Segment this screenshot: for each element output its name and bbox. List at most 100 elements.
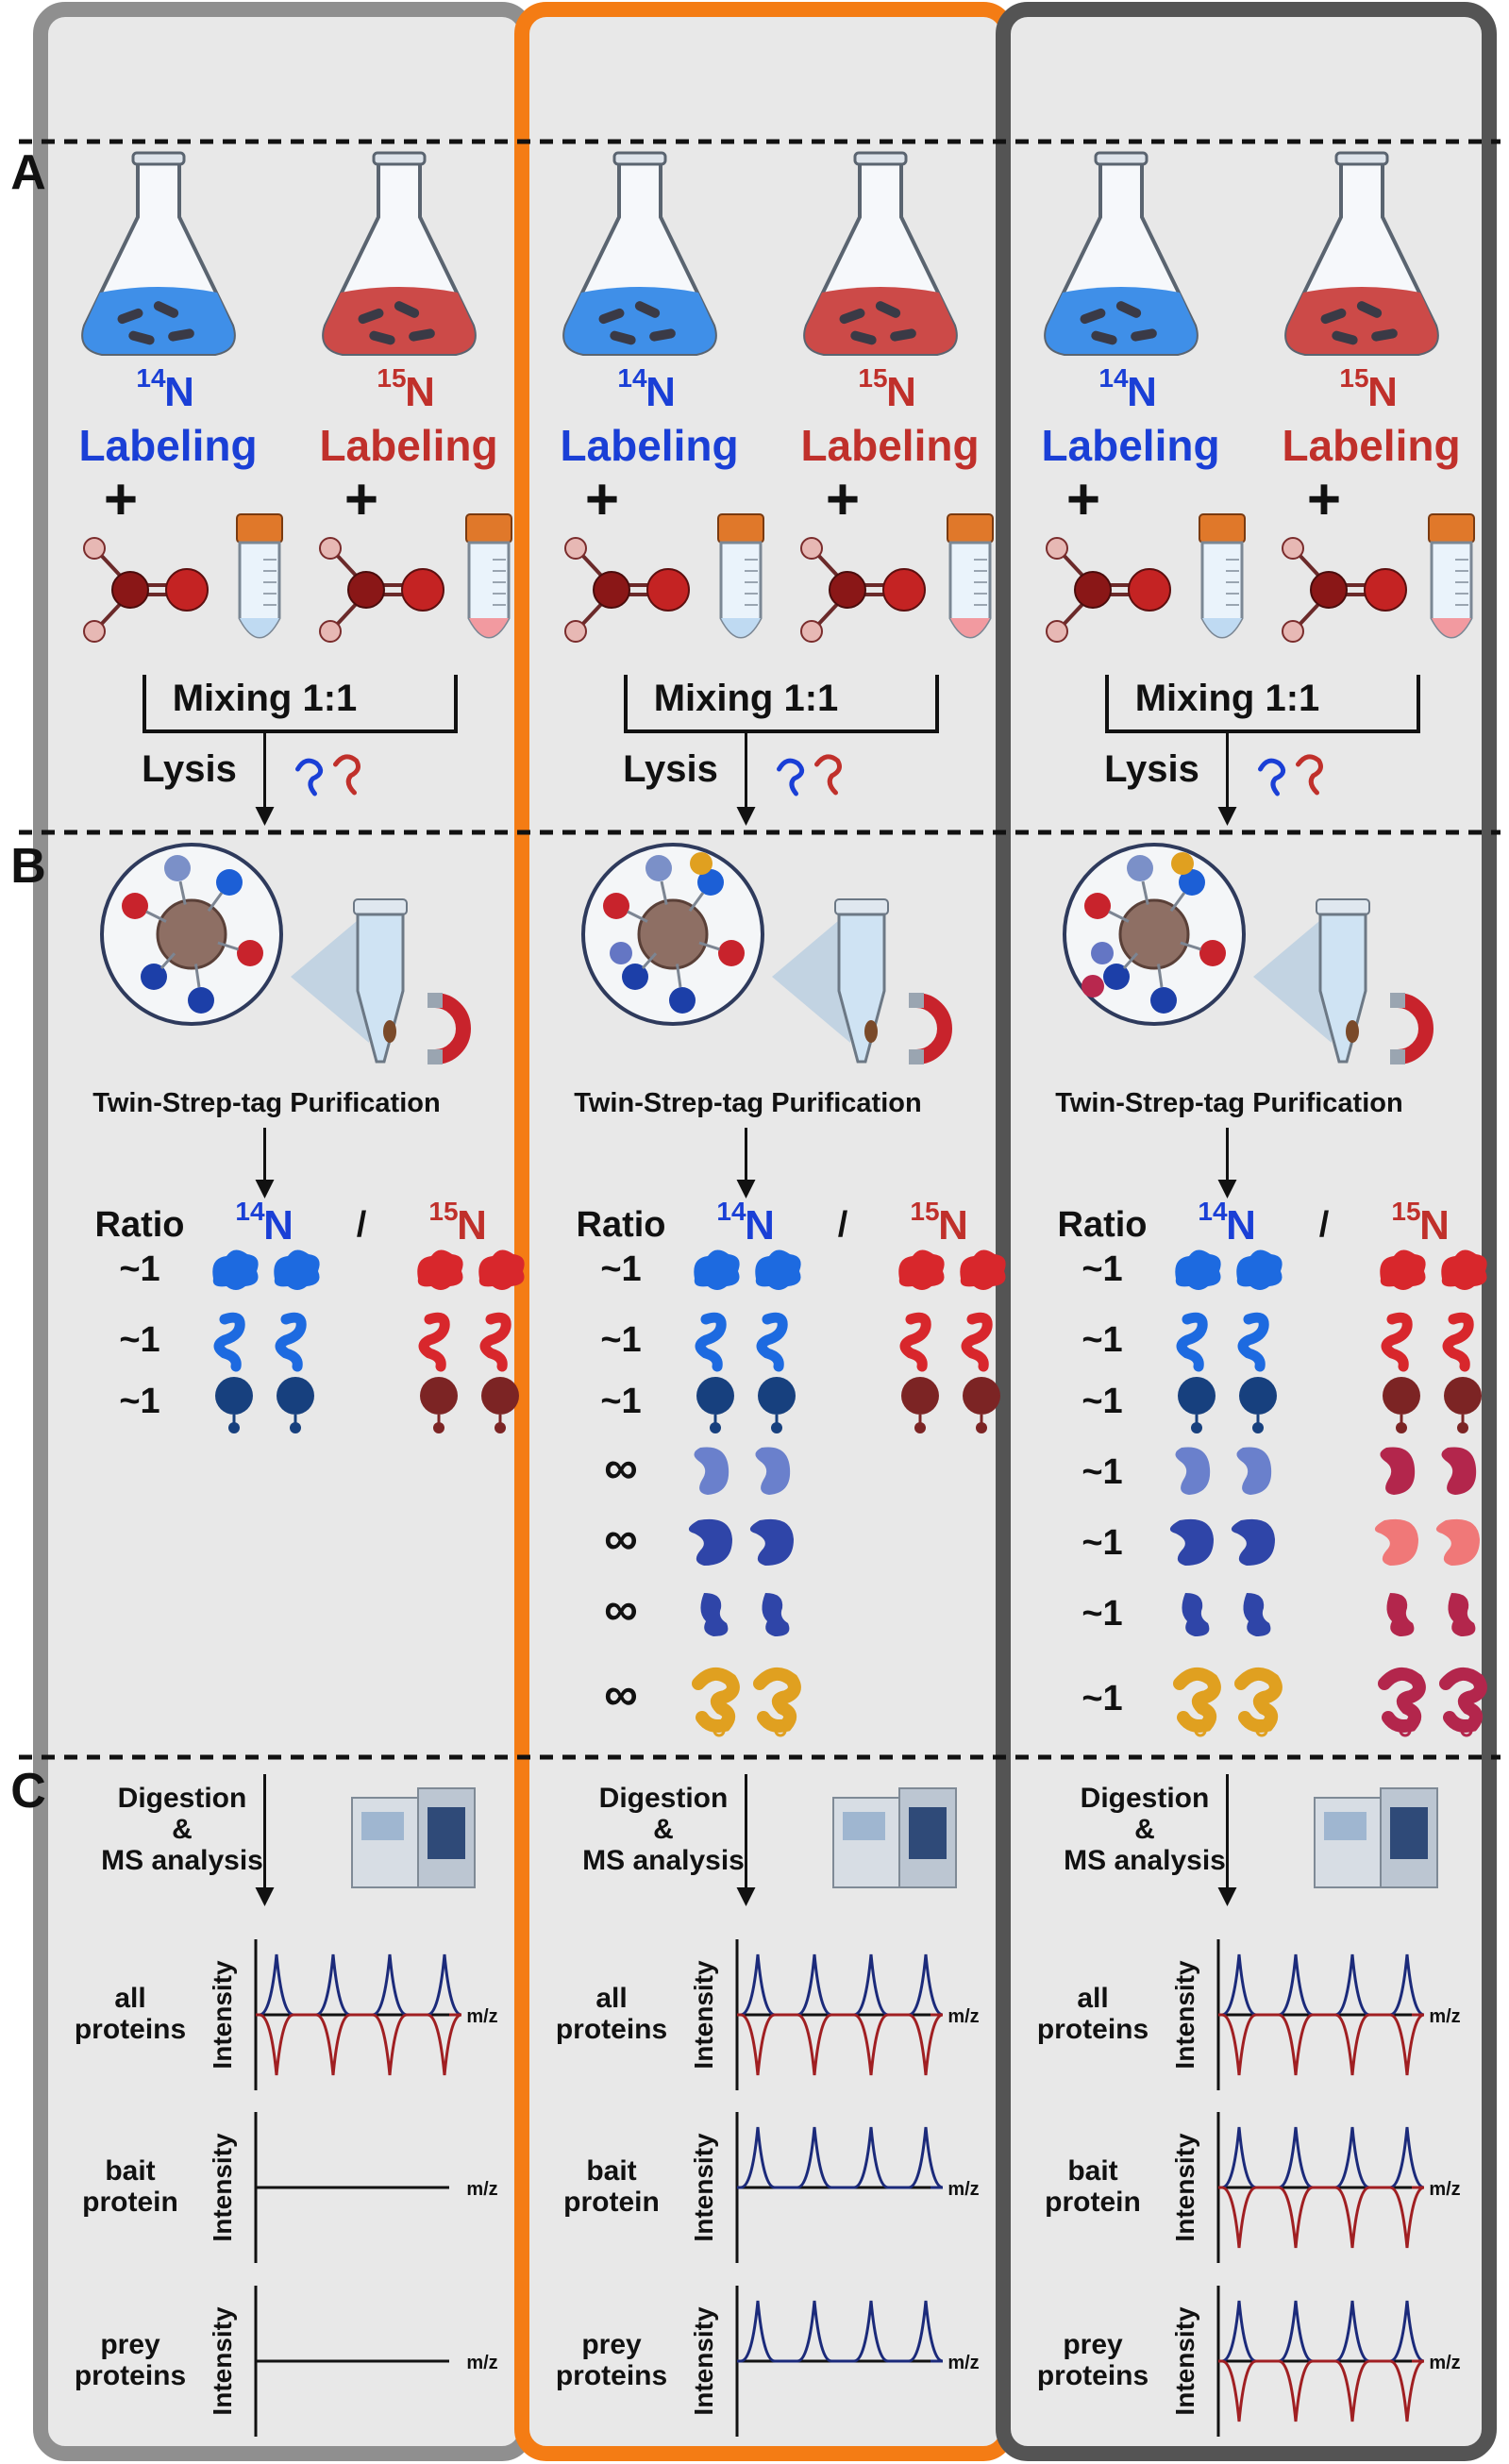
protein-glyph bbox=[960, 1249, 1006, 1290]
protein-glyph bbox=[1175, 1249, 1221, 1290]
flask-liquid bbox=[1046, 287, 1197, 354]
ratio-value: ~1 bbox=[1081, 1594, 1122, 1634]
spectrum-label: bait bbox=[586, 2155, 636, 2187]
bait-protein bbox=[610, 942, 632, 964]
protein-tail-bead bbox=[1194, 1724, 1207, 1737]
ms-screen bbox=[428, 1807, 465, 1859]
labeling-right: Labeling bbox=[800, 421, 979, 470]
ms-spectrum-plot: m/z bbox=[254, 1939, 498, 2090]
bacterium bbox=[1115, 301, 1142, 318]
ms-spectrum-plot: m/z bbox=[1216, 2112, 1461, 2263]
bacterium bbox=[168, 328, 194, 342]
formaldehyde-molecule-icon bbox=[564, 537, 690, 643]
n14-ratio-label-element: N bbox=[745, 1202, 775, 1249]
ratio-value: ∞ bbox=[604, 1512, 638, 1565]
magnet-pole bbox=[909, 993, 924, 1008]
protein-glyph bbox=[1378, 1668, 1426, 1737]
purification-label: Twin-Strep-tag Purification bbox=[92, 1088, 440, 1118]
protein-glyph bbox=[696, 1377, 734, 1433]
strep-linker bbox=[145, 910, 167, 923]
protein-glyph bbox=[963, 1377, 1000, 1433]
tube-tip bbox=[721, 618, 761, 637]
protein-glyph bbox=[1442, 1312, 1474, 1372]
n15-label-mass: 15 bbox=[377, 363, 406, 393]
heavy-peaks bbox=[737, 2013, 944, 2076]
carbon-atom bbox=[593, 571, 630, 609]
ratio-header: Ratio bbox=[95, 1205, 185, 1245]
spectrum-label: bait bbox=[1067, 2155, 1117, 2187]
n14-ratio-label-element: N bbox=[1226, 1202, 1256, 1249]
lysis-protein-icon bbox=[814, 754, 842, 796]
flask-rim bbox=[853, 151, 908, 166]
bacterium bbox=[598, 308, 625, 325]
spectrum-label: protein bbox=[563, 2187, 660, 2218]
ratio-value: ~1 bbox=[119, 1249, 159, 1289]
strep-linker bbox=[194, 964, 201, 988]
mixing-bracket bbox=[143, 675, 458, 733]
protein-shape bbox=[762, 1593, 790, 1636]
protein-glyph bbox=[1236, 1249, 1283, 1290]
arrow-head bbox=[1217, 1887, 1237, 1906]
flask-icon bbox=[803, 151, 958, 356]
protein-shape bbox=[481, 1377, 519, 1415]
formaldehyde-molecule-icon bbox=[1046, 537, 1171, 643]
magnetic-tube-icon bbox=[291, 898, 471, 1064]
protein-shape bbox=[1383, 1377, 1420, 1415]
magnet-icon bbox=[1397, 993, 1434, 1064]
strep-linker bbox=[641, 952, 658, 969]
protein-glyph bbox=[1236, 1447, 1272, 1495]
protein-shape bbox=[418, 1312, 450, 1372]
protein-glyph bbox=[898, 1249, 945, 1290]
tube-tip bbox=[469, 618, 509, 637]
protein-tail-bead bbox=[713, 1724, 726, 1737]
protein-glyph bbox=[688, 1518, 732, 1566]
heavy-peaks bbox=[1218, 2186, 1425, 2249]
mass-spectrometer-icon bbox=[351, 1787, 476, 1888]
protein-glyph bbox=[700, 1593, 729, 1636]
ratio-value: ~1 bbox=[119, 1320, 159, 1360]
lysis-protein-icon bbox=[777, 758, 805, 796]
protein-glyph bbox=[1173, 1668, 1221, 1737]
protein-glyph bbox=[899, 1312, 931, 1372]
protein-tail-bead bbox=[1255, 1724, 1268, 1737]
protein-shape bbox=[758, 1377, 796, 1415]
protein-glyph bbox=[481, 1377, 519, 1433]
ratio-value: ~1 bbox=[1081, 1452, 1122, 1492]
bound-protein bbox=[603, 893, 629, 919]
ratio-value: ~1 bbox=[1081, 1523, 1122, 1563]
bound-protein bbox=[1127, 855, 1153, 881]
spectrum-label: all bbox=[114, 1983, 145, 2014]
protein-glyph bbox=[1234, 1668, 1283, 1737]
protein-tail-bead bbox=[1460, 1724, 1473, 1737]
protein-shape bbox=[478, 1249, 525, 1290]
n15-label: 15N bbox=[1339, 363, 1397, 415]
digestion-label: & bbox=[172, 1814, 193, 1845]
protein-tail-bead bbox=[1399, 1724, 1412, 1737]
ms-spectrum-plot: m/z bbox=[735, 1939, 980, 2090]
bacterium bbox=[875, 301, 901, 318]
n14-ratio-label-mass: 14 bbox=[716, 1197, 746, 1226]
protein-glyph bbox=[1383, 1377, 1420, 1433]
intensity-axis-label: Intensity bbox=[689, 2133, 718, 2242]
n14-ratio-label: 14N bbox=[1198, 1197, 1255, 1249]
ms-panel bbox=[361, 1812, 404, 1840]
protein-glyph bbox=[1374, 1518, 1418, 1566]
protein-shape bbox=[1380, 1249, 1426, 1290]
digestion-label: Digestion bbox=[118, 1783, 247, 1814]
strep-linker bbox=[1169, 892, 1186, 913]
bound-protein bbox=[1199, 940, 1226, 966]
protein-tail-bead bbox=[495, 1422, 506, 1433]
bacterium bbox=[117, 308, 143, 325]
intensity-axis-label: Intensity bbox=[208, 2306, 237, 2416]
digestion-label: & bbox=[653, 1814, 674, 1845]
ms-screen bbox=[1390, 1807, 1428, 1859]
n14-ratio-label-element: N bbox=[263, 1202, 293, 1249]
tube-tip bbox=[1202, 618, 1242, 637]
intensity-axis-label: Intensity bbox=[689, 2306, 718, 2416]
arrow-head bbox=[1217, 1180, 1237, 1198]
tube-cap bbox=[1428, 513, 1475, 544]
n15-ratio-label: 15N bbox=[428, 1197, 486, 1249]
protein-shape bbox=[1236, 1249, 1283, 1290]
tube-cap bbox=[236, 513, 283, 544]
